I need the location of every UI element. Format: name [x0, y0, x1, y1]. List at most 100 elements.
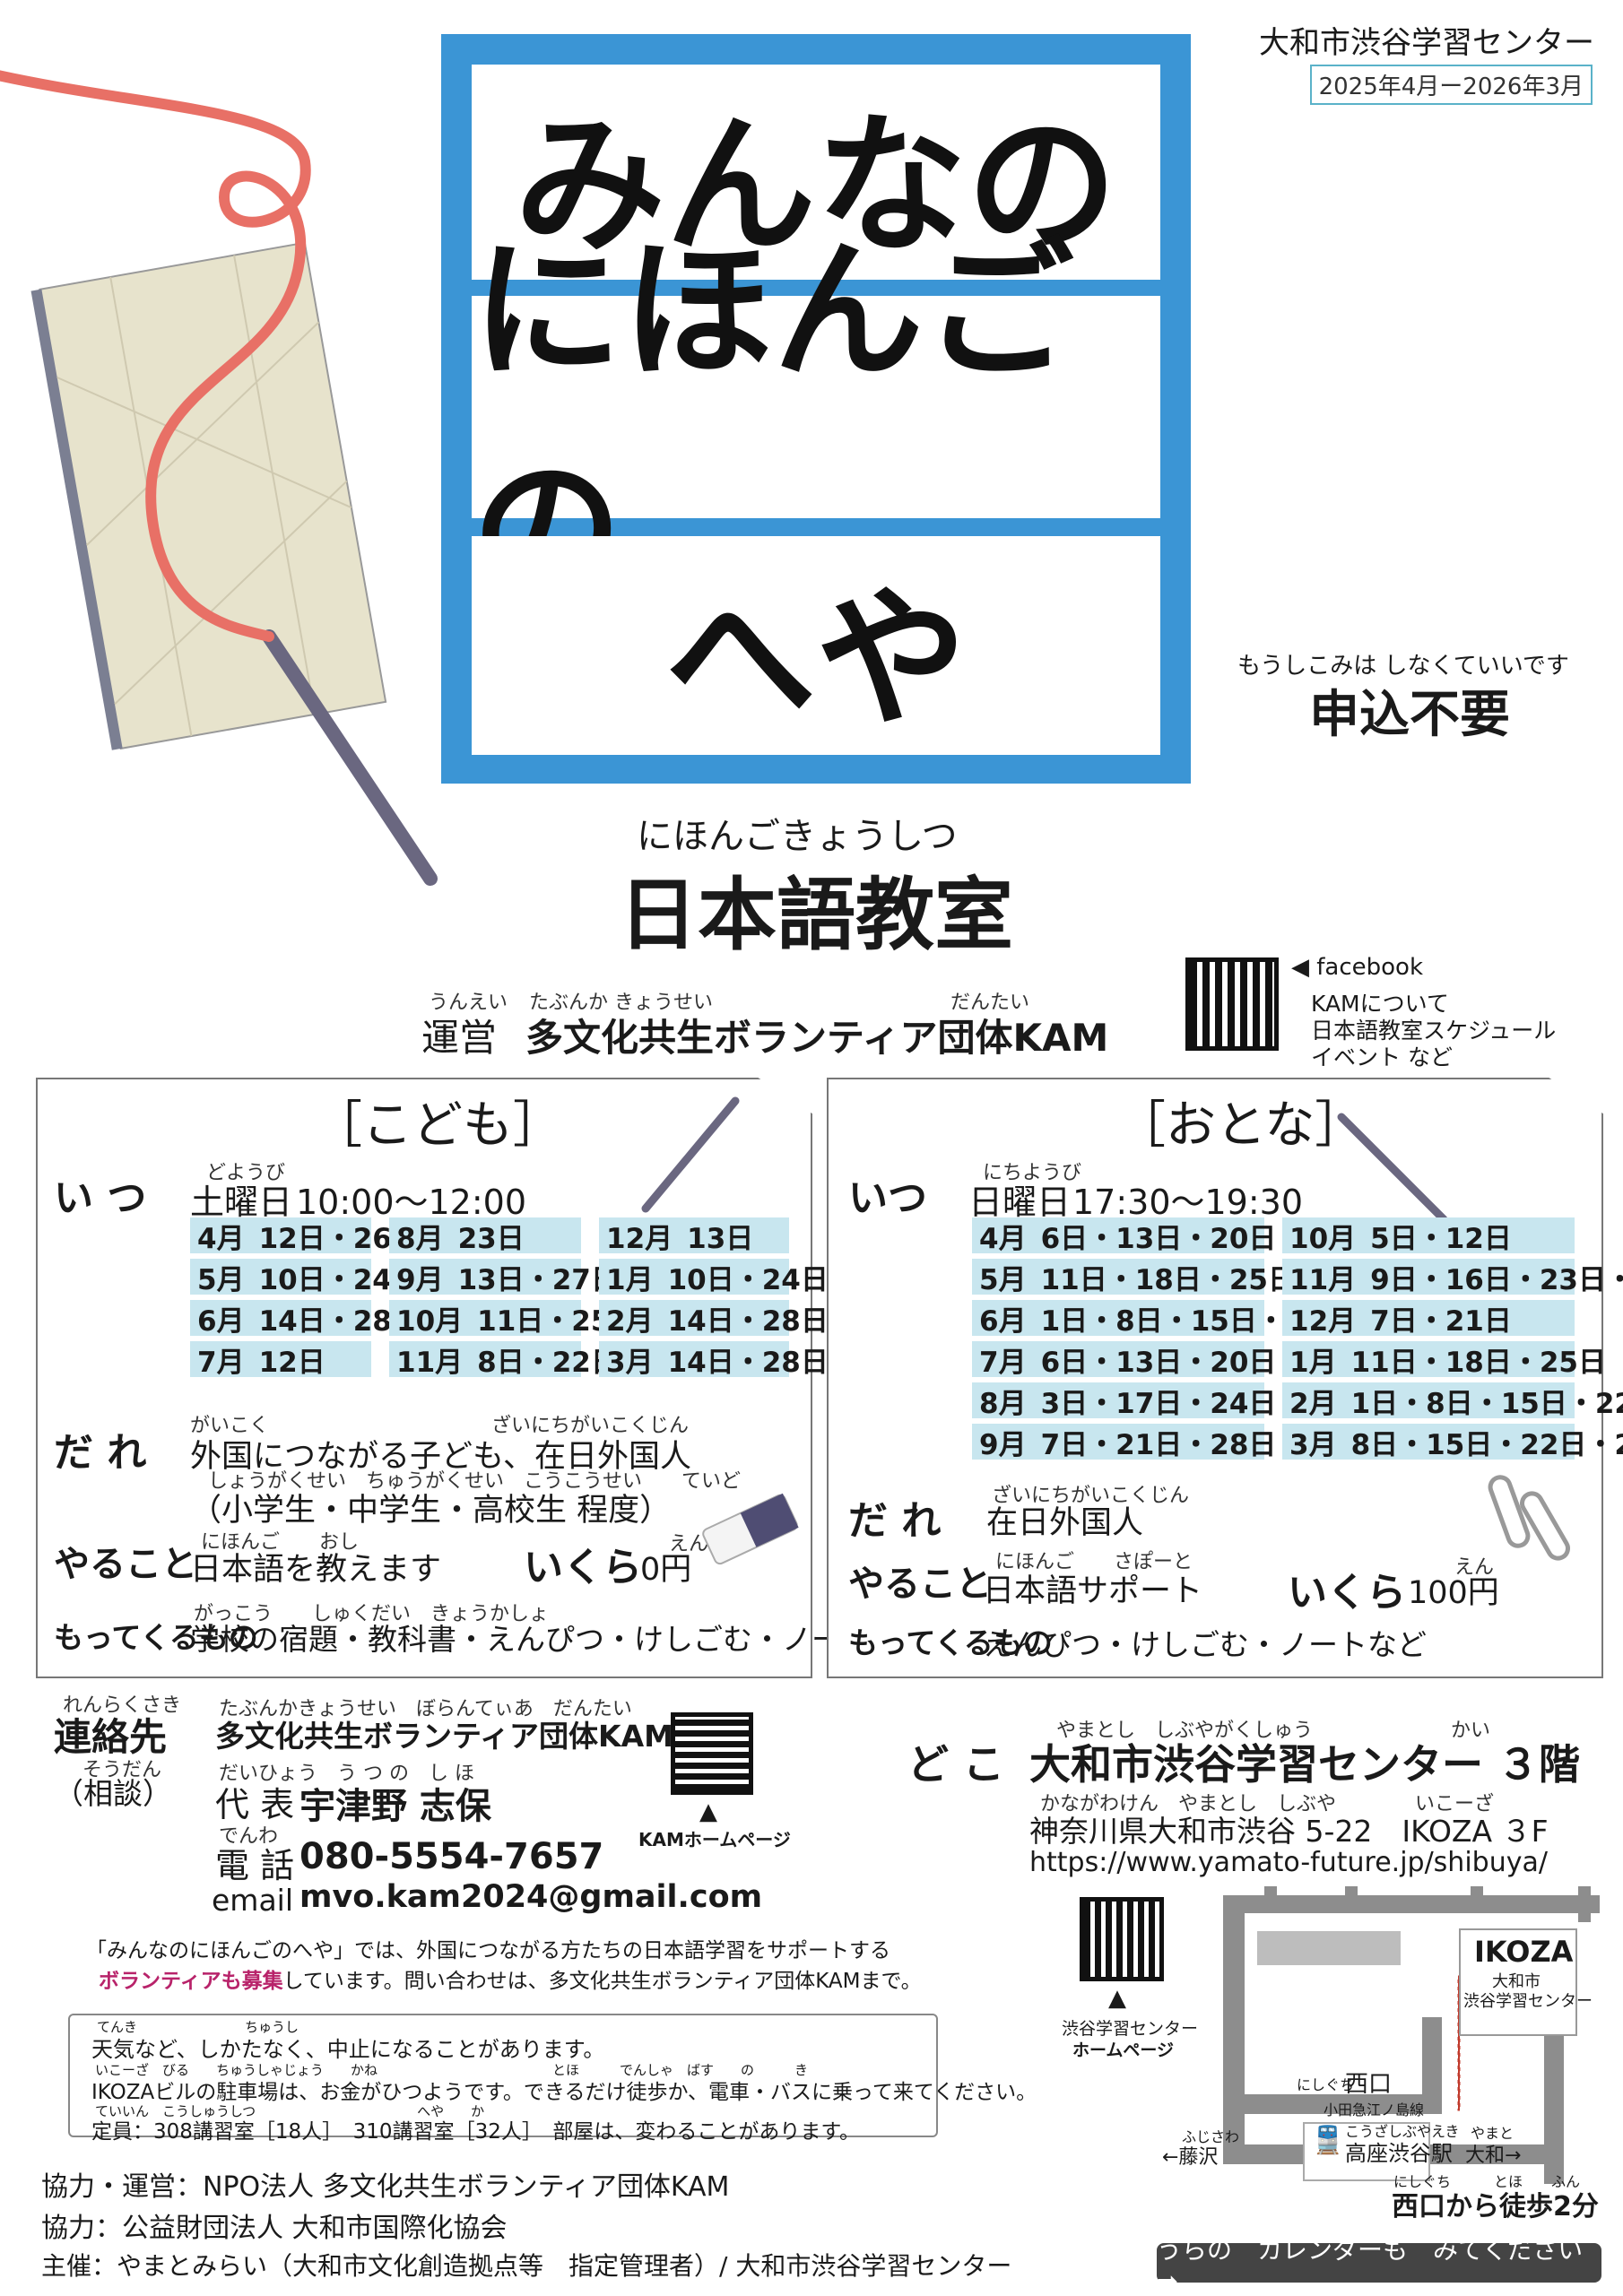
kids-bring-label: もってくるもの	[54, 1620, 258, 1655]
adults-bring-value: えんぴつ・けしごむ・ノートなど	[983, 1627, 1427, 1662]
adults-cost-label: いくら	[1288, 1570, 1406, 1616]
contact-rep-ruby: だいひょう う つ の し ほ	[219, 1763, 474, 1785]
location-address-ruby: かながわけん やまとし しぶや いこーざ	[1040, 1793, 1495, 1815]
contact-email-label: email	[212, 1883, 294, 1918]
kids-cost-ruby: えん	[669, 1533, 709, 1555]
contact-sub: （相談）	[54, 1776, 172, 1811]
eraser-icon	[702, 1493, 799, 1565]
qr-pointer-icon: ▲	[1108, 1985, 1126, 2012]
credit-line-2: 協力：公益財団法人 大和市国際化協会	[41, 2213, 508, 2244]
period-badge: 2025年4月ー2026年3月	[1309, 65, 1593, 105]
contact-email[interactable]: mvo.kam2024@gmail.com	[299, 1879, 763, 1915]
center-qr-label-2: ホームページ	[1072, 2040, 1175, 2060]
volunteer-highlight: ボランティアも募集	[99, 1970, 283, 1993]
kids-who-line-2: （小学生・中学生・高校生 程度）	[190, 1493, 672, 1529]
kids-do-ruby: にほんご おし	[201, 1531, 360, 1554]
kids-heading: ［こども］	[312, 1096, 563, 1155]
kids-who-ruby-3: しょうがくせい ちゅうがくせい こうこうせい ていど	[208, 1470, 742, 1493]
credit-line-3: 主催：やまとみらい（大和市文化創造拠点等 指定管理者）/ 大和市渋谷学習センター	[41, 2251, 1012, 2281]
map-ikoza: IKOZA	[1474, 1935, 1574, 1969]
registration-label: 申込不要	[1309, 686, 1510, 744]
notice-ruby-1: てんき ちゅうし	[97, 2019, 299, 2035]
adults-do-ruby: にほんご さぽーと	[995, 1551, 1193, 1573]
kids-when-label: い つ	[54, 1175, 147, 1221]
kam-homepage-qr-code[interactable]	[671, 1712, 753, 1795]
operator-name: 多文化共生ボランティア団体KAM	[525, 1016, 1109, 1060]
map-station-ruby: こうざしぶやえき	[1345, 2123, 1460, 2140]
notice-line-2: IKOZAビルの駐車場は、お金がひつようです。できるだけ徒歩か、電車・バスに乗っ…	[91, 2081, 1037, 2104]
map-right-ruby: やまと	[1471, 2125, 1515, 2142]
location-ruby: やまとし しぶやがくしゅう かい	[1056, 1720, 1491, 1742]
adults-time: 17:30〜19:30	[1072, 1183, 1304, 1222]
kids-who-line-1: 外国につながる子ども、在日外国人	[190, 1439, 691, 1475]
pencil-icon	[1337, 1113, 1448, 1224]
kids-who-label: だ れ	[54, 1430, 147, 1476]
location-place: 大和市渋谷学習センター ３階	[1029, 1740, 1581, 1789]
kids-cost-label: いくら	[524, 1545, 642, 1590]
volunteer-line-2-text: しています。問い合わせは、多文化共生ボランティア団体KAMまで。	[282, 1970, 922, 1993]
kids-bring-ruby: がっこう しゅくだい きょうかしょ	[194, 1603, 550, 1625]
location-url[interactable]: https://www.yamato-future.jp/shibuya/	[1029, 1847, 1548, 1878]
pencil-icon	[641, 1096, 740, 1213]
qr-pointer-icon: ▲	[699, 1798, 717, 1825]
kids-cost-value: 0円	[640, 1552, 692, 1588]
adults-do-label: やること	[848, 1564, 992, 1605]
map-ikoza-sub-1: 大和市	[1492, 1972, 1541, 1991]
location-label: ど こ	[907, 1740, 1005, 1789]
title-line-3: へや	[472, 536, 1160, 755]
contact-tel[interactable]: 080-5554-7657	[299, 1836, 604, 1877]
credit-line-1: 協力・運営：NPO法人 多文化共生ボランティア団体KAM	[41, 2171, 730, 2203]
map-line-name: 小田急江ノ島線	[1324, 2101, 1425, 2118]
map-walk: 西口から徒歩2分	[1392, 2191, 1599, 2222]
pencil-icon	[262, 629, 438, 886]
title-line-1: みんなの	[472, 65, 1160, 280]
kids-who-ruby-2: ざいにちがいこくじん	[491, 1415, 690, 1437]
facebook-qr-code[interactable]	[1185, 957, 1279, 1051]
adults-do-value: 日本語サポート	[983, 1573, 1203, 1609]
center-homepage-qr-code[interactable]	[1080, 1897, 1164, 1981]
contact-org-ruby: たぶんかきょうせい ぼらんてぃあ だんたい	[219, 1698, 632, 1720]
map-left: ←藤沢	[1162, 2146, 1219, 2169]
notice-ruby-3: ていいん こうしゅうしつ へや か	[95, 2103, 485, 2119]
adults-day-ruby: にちようび	[983, 1162, 1082, 1184]
notebook-illustration	[0, 70, 438, 886]
contact-org: 多文化共生ボランティア団体KAM	[215, 1719, 673, 1754]
registration-ruby: もうしこみは しなくていいです	[1237, 653, 1569, 680]
map-walk-ruby: にしぐち とほ ふん	[1393, 2173, 1581, 2190]
facebook-line-3: イベント など	[1311, 1044, 1453, 1070]
adults-cost-ruby: えん	[1454, 1556, 1495, 1579]
adults-panel	[827, 1078, 1603, 1678]
contact-rep-name: 宇津野 志保	[299, 1786, 491, 1827]
paperclip-icon	[1488, 1475, 1570, 1561]
map-ikoza-sub-2: 渋谷学習センター	[1463, 1992, 1593, 2011]
notice-line-1: 天気など、しかたなく、中止になることがあります。	[91, 2037, 605, 2062]
operator-ruby-group: たぶんか きょうせい	[529, 992, 713, 1014]
facebook-label: ◀ facebook	[1291, 954, 1424, 981]
adults-cost-value: 100円	[1408, 1575, 1499, 1611]
kids-day-ruby: どようび	[206, 1162, 286, 1184]
notice-ruby-2: いこーざ びる ちゅうしゃじょう かね とほ でんしゃ ばす の き	[95, 2062, 809, 2078]
contact-label-ruby: れんらくさき	[63, 1694, 182, 1717]
kids-bring-value: 学校の宿題・教科書・えんぴつ・けしごむ・ノートなど	[190, 1622, 930, 1657]
class-name: 日本語教室	[619, 869, 1014, 961]
adults-who-ruby: ざいにちがいこくじん	[992, 1485, 1190, 1507]
center-qr-label-1: 渋谷学習センター	[1062, 2019, 1199, 2039]
kids-do-value: 日本語を教えます	[190, 1552, 442, 1588]
title-line-2: にほんごの	[472, 223, 1160, 617]
